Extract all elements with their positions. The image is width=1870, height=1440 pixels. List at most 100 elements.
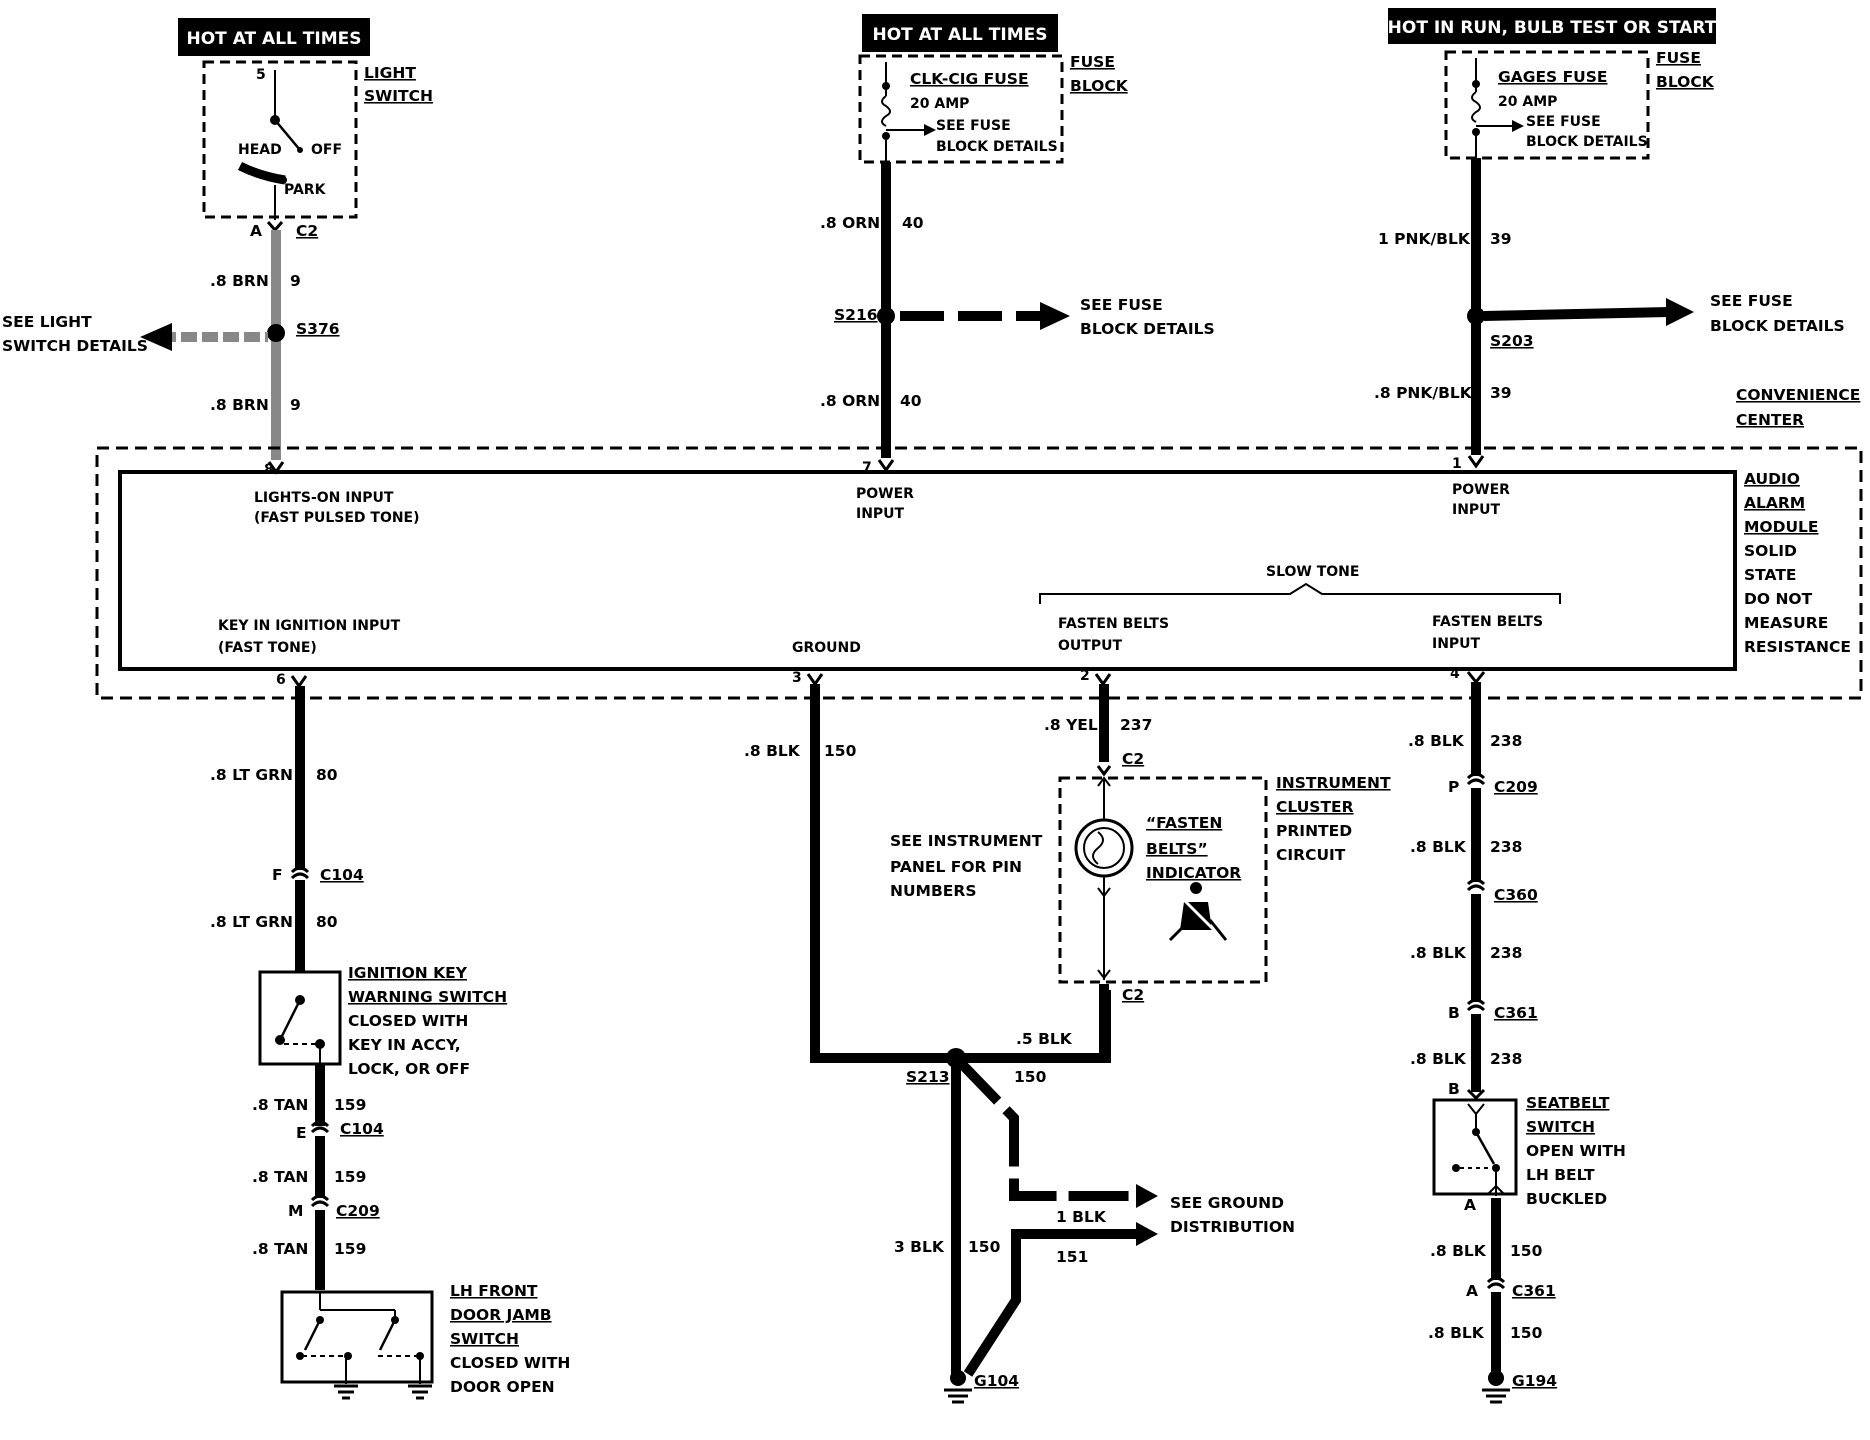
- door-jamb-switch: [280, 1290, 434, 1384]
- slow-tone-brace: [1039, 582, 1561, 604]
- see-fuse-1: SEE FUSE: [1080, 296, 1163, 314]
- off-label: OFF: [311, 142, 342, 158]
- module-note-1: SOLID: [1744, 542, 1797, 560]
- circuit-80-ignition: .8 LT GRN 80 F C104 .8 LT GRN 80 IGNITIO…: [210, 675, 570, 1400]
- fuse-icon: [881, 95, 891, 127]
- wire-label: .8 YEL: [1044, 716, 1098, 734]
- circuit-40-orange: .8 ORN 40 S216 SEE FUSE BLOCK DETAILS .8…: [820, 162, 1215, 473]
- header-left: HOT AT ALL TIMES: [178, 18, 370, 56]
- clk-cig-see-1: SEE FUSE: [936, 118, 1011, 134]
- door-jamb-title-3: SWITCH: [450, 1330, 519, 1348]
- module-title-1: AUDIO: [1744, 470, 1800, 488]
- module-title-3: MODULE: [1744, 518, 1819, 536]
- arrow-left-icon: [1136, 1222, 1158, 1246]
- arrow-right-icon: [1666, 298, 1694, 326]
- see-fuse-1: SEE FUSE: [1710, 292, 1793, 310]
- circuit-237-yellow: .8 YEL 237 C2 SEE INSTRUMENT PANEL FOR P…: [890, 673, 1391, 1058]
- power-input-1: POWER: [1452, 482, 1510, 498]
- connector-c104: C104: [340, 1120, 384, 1138]
- circuit-number: 150: [824, 742, 857, 760]
- wire-label: .8 TAN: [252, 1240, 308, 1258]
- splice-label: S216: [834, 306, 878, 324]
- header-middle-text: HOT AT ALL TIMES: [873, 25, 1048, 45]
- circuit-number: 150: [1510, 1242, 1543, 1260]
- door-jamb-note-1: CLOSED WITH: [450, 1354, 570, 1372]
- wire-label: .8 BLK: [1410, 1050, 1467, 1068]
- wire-label: 1 BLK: [1056, 1208, 1107, 1226]
- fasten-belts-input: FASTEN BELTS: [1432, 614, 1543, 630]
- circuit-number: 159: [334, 1240, 366, 1258]
- connector-c360: C360: [1494, 886, 1538, 904]
- connector-pin: A: [1466, 1282, 1478, 1300]
- seatbelt-switch: [1432, 1098, 1518, 1196]
- door-jamb-title-2: DOOR JAMB: [450, 1306, 552, 1324]
- seatbelt-icon: [1168, 882, 1228, 942]
- wire-label: .8 BLK: [744, 742, 801, 760]
- convenience-center: CONVENIENCE CENTER: [95, 386, 1863, 700]
- gages-see-2: BLOCK DETAILS: [1526, 134, 1648, 150]
- connector-pin: F: [272, 866, 283, 884]
- convenience-center-1: CONVENIENCE: [1736, 386, 1860, 404]
- ground-icon: [408, 1384, 432, 1400]
- header-left-text: HOT AT ALL TIMES: [187, 29, 362, 49]
- switch-pin-b: B: [1448, 1080, 1460, 1098]
- circuit-number: 238: [1490, 732, 1522, 750]
- circuit-9-brown: .8 BRN 9 S376 SEE LIGHT SWITCH DETAILS .…: [2, 230, 340, 475]
- wire-label: .8 BRN: [210, 272, 269, 290]
- ignition-switch-title-1: IGNITION KEY: [348, 964, 468, 982]
- connector-pin: B: [1448, 1004, 1460, 1022]
- wire-label: .8 LT GRN: [210, 913, 293, 931]
- fuse-block-label-2: BLOCK: [1656, 73, 1715, 91]
- fasten-belts-output: FASTEN BELTS: [1058, 616, 1169, 632]
- door-jamb-note-2: DOOR OPEN: [450, 1378, 555, 1396]
- wire-label: 1 PNK/BLK: [1378, 230, 1471, 248]
- arrow-right-icon: [1040, 302, 1070, 330]
- circuit-number: 238: [1490, 1050, 1522, 1068]
- ground-g104: G104: [974, 1372, 1019, 1390]
- head-label: HEAD: [238, 142, 282, 158]
- seatbelt-switch-title-2: SWITCH: [1526, 1118, 1595, 1136]
- indicator-title-3: INDICATOR: [1146, 864, 1241, 882]
- see-instrument-1: SEE INSTRUMENT: [890, 832, 1043, 850]
- wire-label: .8 BLK: [1410, 944, 1467, 962]
- key-in-ignition-note: (FAST TONE): [218, 640, 317, 656]
- wire-label: .8 ORN: [820, 214, 880, 232]
- arrow-left-icon: [140, 323, 172, 351]
- splice-s216: [877, 307, 895, 325]
- clk-cig-fuse-name: CLK-CIG FUSE: [910, 70, 1029, 88]
- pin-2: 2: [1080, 668, 1090, 684]
- connector-c361: C361: [1512, 1282, 1556, 1300]
- circuit-number: 80: [316, 913, 338, 931]
- see-light-switch-2: SWITCH DETAILS: [2, 337, 148, 355]
- wire-label: .8 PNK/BLK: [1374, 384, 1473, 402]
- seatbelt-switch-title-1: SEATBELT: [1526, 1094, 1610, 1112]
- see-instrument-3: NUMBERS: [890, 882, 976, 900]
- wire-label: .8 TAN: [252, 1096, 308, 1114]
- lights-on-input: LIGHTS-ON INPUT: [254, 490, 394, 506]
- instrument-cluster-3: PRINTED: [1276, 822, 1352, 840]
- seatbelt-switch-note-3: BUCKLED: [1526, 1190, 1607, 1208]
- connector-c209: C209: [1494, 778, 1538, 796]
- indicator-title-1: “FASTEN: [1146, 814, 1222, 832]
- connector-c209: C209: [336, 1202, 380, 1220]
- fuse-block-label-1: FUSE: [1070, 53, 1115, 71]
- circuit-number: 9: [290, 396, 301, 414]
- audio-alarm-module: AUDIO ALARM MODULE SOLID STATE DO NOT ME…: [118, 456, 1851, 688]
- wire-label: .8 BRN: [210, 396, 269, 414]
- connector-c104: C104: [320, 866, 364, 884]
- clk-cig-see-2: BLOCK DETAILS: [936, 139, 1058, 155]
- splice-label: S376: [296, 320, 340, 338]
- power-input-1b: INPUT: [1452, 502, 1501, 518]
- light-switch: 5 HEAD OFF PARK LIGHT SWITCH A C2: [202, 60, 433, 240]
- circuit-number: 9: [290, 272, 301, 290]
- circuit-number: 237: [1120, 716, 1152, 734]
- circuit-number: 159: [334, 1168, 366, 1186]
- ignition-switch-note-1: CLOSED WITH: [348, 1012, 468, 1030]
- pin-8: 8: [264, 462, 274, 478]
- see-fuse-2: BLOCK DETAILS: [1710, 317, 1845, 335]
- instrument-cluster-1: INSTRUMENT: [1276, 774, 1391, 792]
- circuit-number: 159: [334, 1096, 366, 1114]
- connector-c361: C361: [1494, 1004, 1538, 1022]
- ignition-switch-note-2: KEY IN ACCY,: [348, 1036, 461, 1054]
